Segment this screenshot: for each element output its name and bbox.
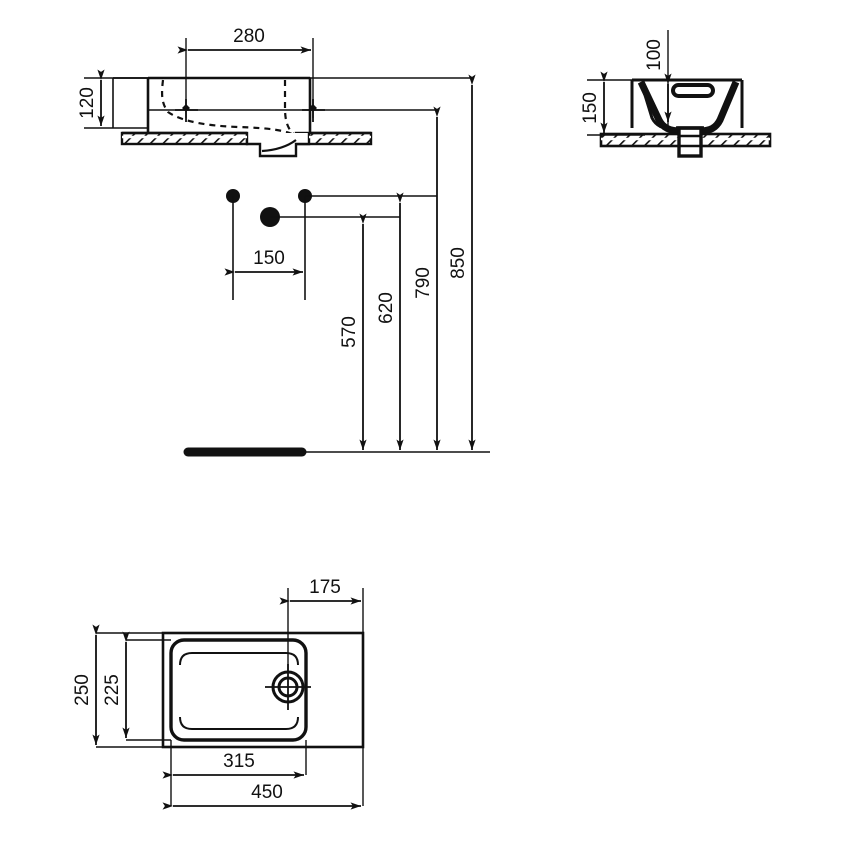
dim-label-450: 450 [251, 782, 283, 803]
plan-dim-315: 315 [162, 751, 304, 779]
plan-outer-outline [161, 631, 365, 749]
waste-outlet-curve [261, 139, 297, 153]
plan-bowl-outline [169, 638, 308, 742]
dim-label-620: 620 [376, 292, 397, 324]
inst-dim-620: 620 [376, 192, 404, 450]
dim-label-850: 850 [448, 247, 469, 279]
installation-dimensions-view: 150 570 620 790 850 [183, 74, 490, 457]
dim-label-225: 225 [102, 674, 123, 706]
side-dim-150: 150 [580, 71, 645, 136]
counter-slab [120, 131, 373, 158]
dim-label-790: 790 [413, 267, 434, 299]
dim-label-315: 315 [223, 751, 255, 772]
inst-dim-850: 850 [448, 74, 476, 450]
bowl-inner-left [639, 81, 675, 131]
inst-dim-790: 790 [413, 106, 441, 450]
fixing-point-left [175, 99, 198, 122]
side-counter-slab [599, 132, 772, 148]
waste-body [677, 126, 703, 158]
dim-label-120: 120 [77, 87, 98, 119]
dim-label-250: 250 [72, 674, 93, 706]
side-waste-assembly [676, 126, 704, 158]
plan-bowl-ledge-top [179, 652, 299, 666]
overflow-slot [671, 83, 715, 98]
plan-bowl-ledge-bottom [179, 716, 299, 730]
dim-label-150-inst: 150 [253, 248, 285, 269]
inst-dim-570: 570 [339, 213, 367, 450]
fixing-point-right [302, 99, 325, 122]
plan-dim-175: 175 [279, 577, 361, 605]
dim-label-150-side: 150 [580, 92, 601, 124]
front-elevation-view: 280 120 [77, 26, 472, 158]
dim-label-100: 100 [644, 39, 665, 71]
plan-dim-250: 250 [72, 624, 100, 745]
dim-label-175: 175 [309, 577, 341, 598]
counter-slab-left [120, 131, 249, 146]
side-elevation-view: 100 150 [580, 30, 772, 158]
plan-dim-450: 450 [162, 782, 361, 810]
dim-label-280: 280 [233, 26, 265, 47]
plan-view: 175 250 225 315 450 [72, 577, 365, 810]
plan-dim-225: 225 [102, 631, 130, 738]
dim-label-570: 570 [339, 316, 360, 348]
inst-dim-150: 150 [224, 248, 303, 276]
drain-inner-circle [277, 676, 299, 698]
side-body-outline [630, 78, 744, 128]
